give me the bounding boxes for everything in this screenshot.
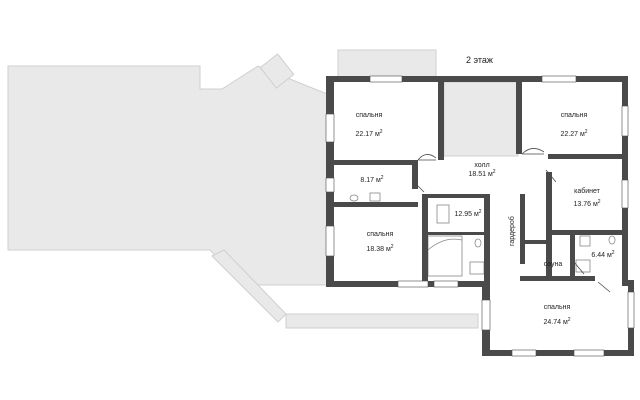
shower-curve: [427, 238, 463, 251]
wall-bedroom1-right: [438, 82, 444, 160]
wall-bedroom2-bottom: [548, 154, 622, 159]
room-name: кабинет: [574, 188, 600, 195]
window-left-2: [325, 177, 335, 193]
wall-wardrobe-bottom: [525, 240, 547, 244]
wall-bath2-right: [484, 194, 490, 286]
room-area: 8.17: [360, 177, 375, 184]
room-name: спальня: [355, 112, 383, 119]
shower-tray: [427, 235, 463, 277]
toilet-2: [474, 238, 482, 248]
wall-bath2-mid: [428, 232, 486, 235]
room-name: холл: [474, 162, 490, 169]
room-area: 6.44: [591, 252, 606, 259]
wall-top: [326, 76, 628, 82]
shower-box: [469, 261, 485, 275]
window-bedroom2: [541, 75, 577, 83]
wall-bath2-top: [428, 194, 486, 198]
hall-void: [443, 81, 519, 157]
balcony-top: [337, 49, 437, 79]
room-sauna: сауна: [544, 260, 563, 269]
wall-office-bottom: [552, 230, 622, 235]
window-bottom-3: [511, 349, 537, 357]
window-left-1: [325, 113, 335, 143]
room-bedroom-1: спальня 22.17 м2: [355, 112, 383, 138]
doors: [411, 148, 611, 293]
room-bedroom-2: спальня 22.27 м2: [560, 112, 588, 138]
roof-chimney: [259, 53, 295, 89]
room-bedroom-4: спальня 24.74 м2: [543, 304, 571, 326]
wall-bath2-left: [422, 194, 428, 286]
wall-office-left: [546, 172, 552, 280]
room-area: 18.51: [468, 171, 486, 178]
terrace-bottom: [285, 313, 479, 329]
fixtures: [349, 192, 616, 277]
room-name: спальня: [366, 231, 394, 238]
windows: [325, 75, 635, 357]
window-bottom-1: [397, 280, 429, 288]
sink-3: [579, 235, 591, 247]
room-name: сауна: [543, 261, 563, 268]
window-right-2: [621, 179, 629, 209]
toilet-1: [349, 194, 359, 202]
room-wardrobe: гардероб: [509, 216, 516, 246]
door-office: [545, 169, 557, 183]
floor-label: 2 этаж: [466, 55, 493, 65]
room-area: 24.74: [543, 319, 561, 326]
room-area: 22.27: [560, 131, 578, 138]
window-bedroom1: [369, 75, 403, 83]
room-area: 13.76: [573, 201, 591, 208]
window-bottom-4: [573, 349, 605, 357]
roof-terrace-left: [7, 65, 328, 286]
window-left-lower: [481, 299, 491, 331]
wall-bottom-right: [482, 350, 634, 356]
wall-wardrobe-left: [520, 194, 525, 264]
wall-bath1-right: [412, 165, 418, 189]
room-area: 12.95: [454, 211, 472, 218]
shower-box-2: [575, 259, 591, 273]
room-bath-1: 8.17 м2: [360, 175, 384, 185]
room-area: 18.38: [366, 246, 384, 253]
window-right-3: [627, 291, 635, 329]
room-area: 22.17: [355, 131, 373, 138]
room-bath-2: 12.95 м2: [454, 209, 482, 219]
wall-bedroom2-left: [516, 82, 522, 154]
room-hall: холл 18.51 м2: [468, 162, 496, 178]
sink-2: [436, 204, 450, 224]
wall-bedroom1-bottom: [334, 160, 418, 165]
wall-sauna-bottom: [520, 276, 576, 281]
wall-shower-left: [570, 235, 575, 280]
door-bedroom4: [597, 281, 611, 293]
window-right-1: [621, 105, 629, 137]
room-office: кабинет 13.76 м2: [573, 188, 601, 208]
room-name: спальня: [543, 304, 571, 311]
door-bedroom2: [521, 148, 545, 155]
wall-bath1-bottom: [334, 202, 418, 207]
wall-shower-bottom: [575, 276, 595, 281]
window-bottom-2: [433, 280, 459, 288]
door-sauna: [573, 261, 585, 275]
room-name: спальня: [560, 112, 588, 119]
room-shower: 6.44 м2: [591, 250, 615, 260]
room-bedroom-3: спальня 18.38 м2: [366, 231, 394, 253]
door-bedroom1: [417, 154, 437, 161]
window-left-3: [325, 225, 335, 257]
sink-1: [369, 192, 381, 202]
toilet-3: [608, 235, 616, 245]
door-bath1: [411, 179, 425, 193]
